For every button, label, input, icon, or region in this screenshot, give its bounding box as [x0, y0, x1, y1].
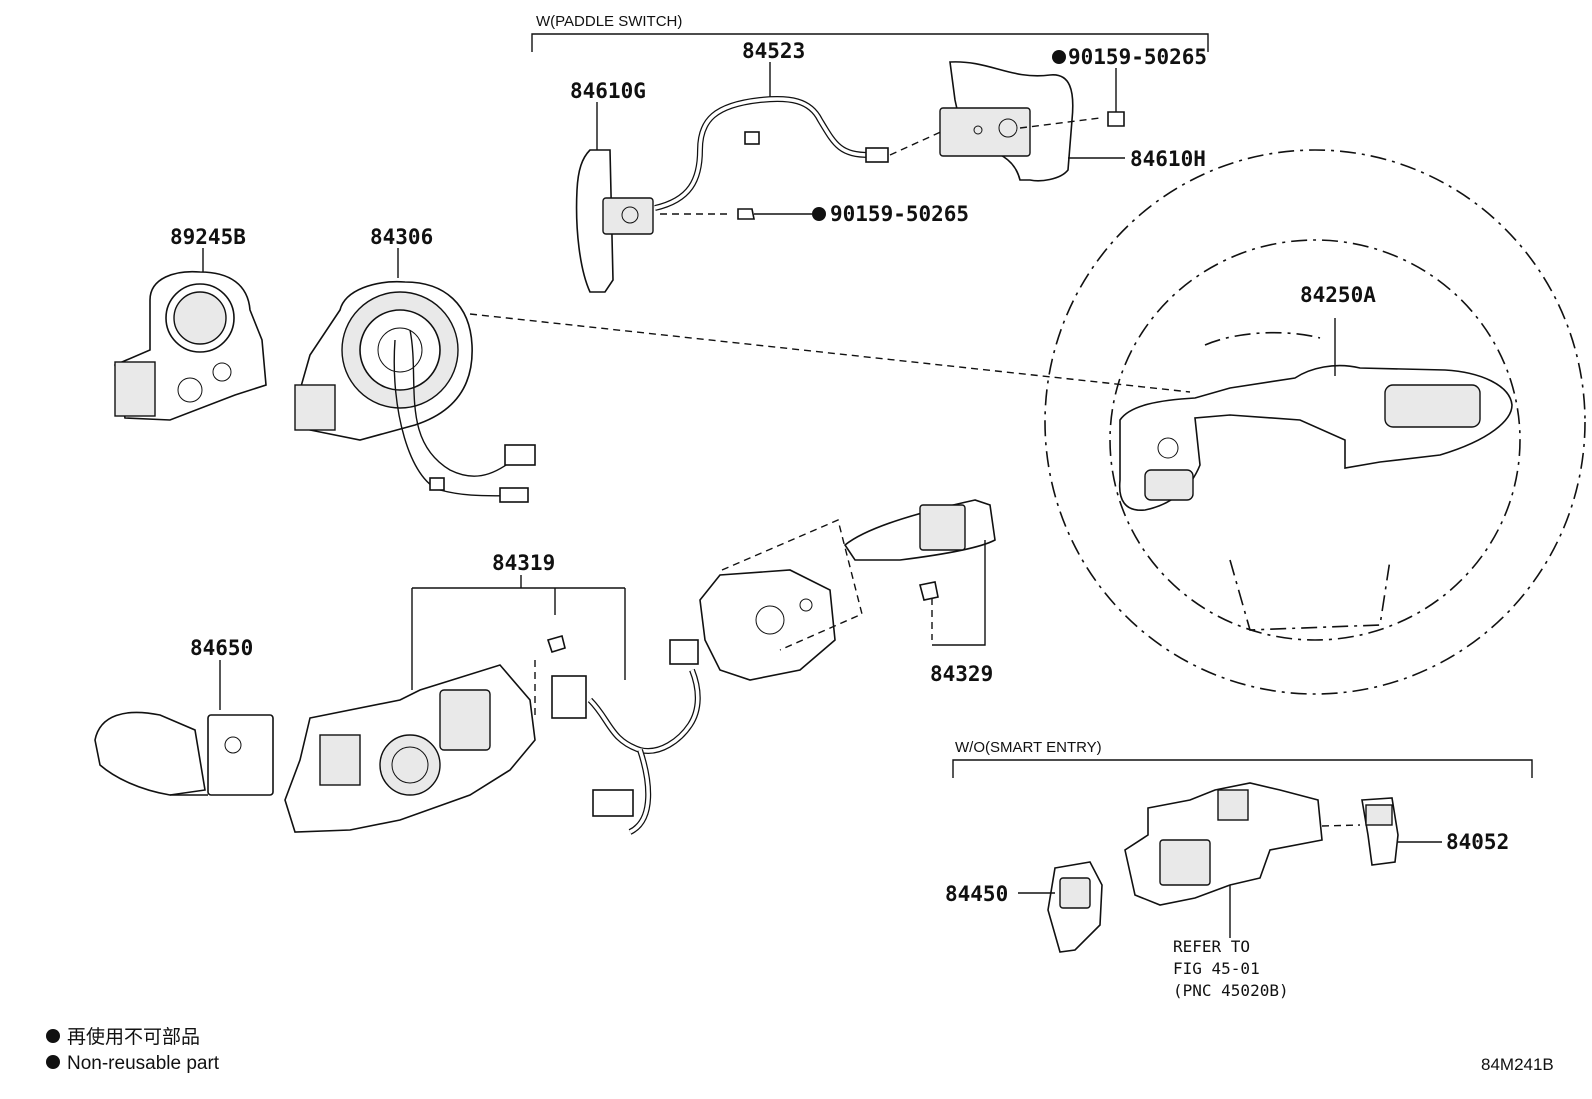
refer-note-line-3: (PNC 45020B)	[1173, 981, 1289, 1000]
part-84610H-right-paddle: 84610H	[939, 61, 1206, 182]
label-84329: 84329	[930, 662, 993, 686]
smart-entry-group-label: W/O(SMART ENTRY)	[955, 739, 1102, 756]
label-84650: 84650	[190, 636, 253, 660]
diagram-code: 84M241B	[1481, 1055, 1554, 1074]
part-84610G-left-paddle: 84610G	[570, 79, 730, 293]
part-84523-wire-harness: 84523	[654, 39, 946, 211]
non-reusable-marker-icon	[1052, 50, 1066, 64]
part-90159-screw-upper: 90159-50265	[1052, 45, 1207, 127]
legend: 再使用不可部品 Non-reusable part	[46, 1026, 220, 1074]
non-reusable-marker-icon	[46, 1029, 60, 1043]
part-90159-screw-lower: 90159-50265	[737, 202, 969, 226]
non-reusable-marker-icon	[46, 1055, 60, 1069]
label-84306: 84306	[370, 225, 433, 249]
part-84250A-steering-wheel: 84250A	[1044, 149, 1586, 695]
part-84319-harness	[551, 639, 701, 835]
part-84450-switch: 84450	[945, 861, 1103, 953]
part-89245B-steering-sensor: 89245B	[114, 225, 267, 421]
label-89245B: 89245B	[170, 225, 246, 249]
part-84329-lever: 84329	[699, 499, 996, 686]
legend-en: Non-reusable part	[67, 1053, 220, 1074]
non-reusable-marker-icon	[812, 207, 826, 221]
part-84052-switch: 84052	[1361, 797, 1509, 866]
label-84610H: 84610H	[1130, 147, 1206, 171]
label-84052: 84052	[1446, 830, 1509, 854]
refer-note-line-2: FIG 45-01	[1173, 959, 1260, 978]
part-84319-switch-body: 84319	[284, 551, 626, 833]
paddle-switch-group-bracket: W(PADDLE SWITCH)	[531, 13, 1209, 52]
part-84306-spiral-cable: 84306	[294, 225, 1191, 503]
part-84650-lever: 84650	[94, 636, 274, 796]
label-84523: 84523	[742, 39, 805, 63]
label-84450: 84450	[945, 882, 1008, 906]
paddle-switch-group-label: W(PADDLE SWITCH)	[536, 13, 682, 30]
refer-note-line-1: REFER TO	[1173, 937, 1250, 956]
legend-jp: 再使用不可部品	[67, 1026, 200, 1048]
label-84250A: 84250A	[1300, 283, 1376, 307]
label-90159-upper: 90159-50265	[1068, 45, 1207, 69]
smart-entry-group-bracket: W/O(SMART ENTRY)	[952, 739, 1533, 778]
part-ignition-lock-assembly: REFER TO FIG 45-01 (PNC 45020B)	[1124, 782, 1361, 1000]
label-90159-lower: 90159-50265	[830, 202, 969, 226]
label-84319: 84319	[492, 551, 555, 575]
label-84610G: 84610G	[570, 79, 646, 103]
